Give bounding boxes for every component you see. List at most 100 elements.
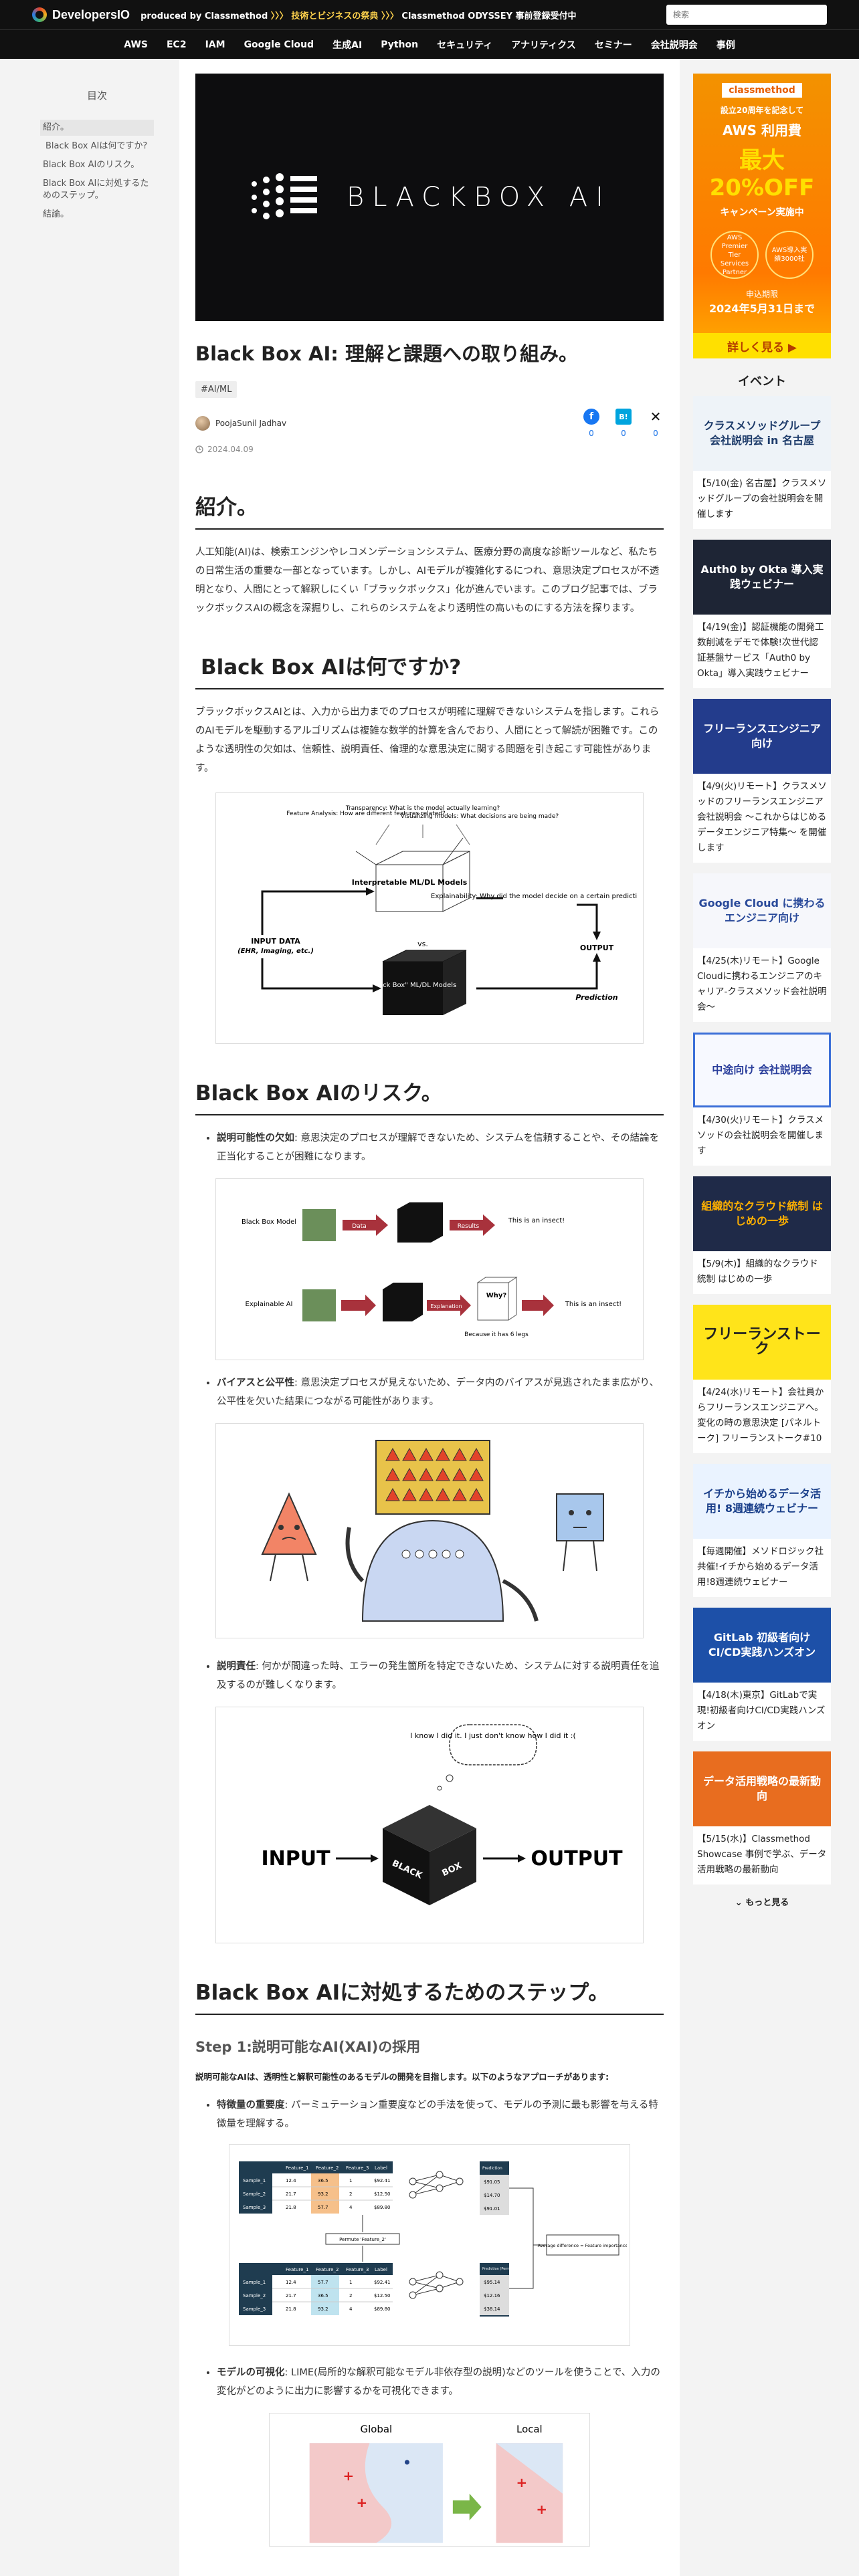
site-logo[interactable]: DevelopersIO [32,7,130,22]
share-facebook[interactable]: f 0 [583,409,599,438]
share-x[interactable]: ✕ 0 [648,409,664,438]
fig6-local: Local [516,2423,543,2435]
tbl1-h2: Feature_2 [316,2165,339,2171]
tbl1-r2c3: 4 [349,2205,353,2210]
black-box-icon [397,1202,443,1243]
nav-ec2[interactable]: EC2 [166,39,187,50]
black-box-icon [383,1283,423,1321]
toc-item-steps[interactable]: Black Box AIに対処するためのステップ。 [43,179,149,201]
event-caption[interactable]: 【4/18(木)東京】GitLabで実現!初級者向けCI/CD実践ハンズオン [697,1690,826,1731]
permute-label-box [325,2233,400,2245]
avg-label-box [546,2234,619,2256]
toc-item-conclusion[interactable]: 結論。 [43,209,70,219]
ad-discount: 最大20%OFF [709,147,815,201]
event-thumb: フリーランスエンジニア向け [693,699,831,774]
fig2-results-label: Results [458,1223,480,1230]
event-caption[interactable]: 【4/9(火)リモート】クラスメソッドのフリーランスエンジニア会社説明会 〜これ… [697,781,827,853]
fig1-output-sub: Prediction [575,993,617,1002]
arrow-icon [427,1295,471,1316]
event-caption[interactable]: 【4/30(火)リモート】クラスメソッドの会社説明会を開催します [697,1115,824,1156]
event-caption[interactable]: 【4/25(木)リモート】Google Cloudに携わるエンジニアのキャリア-… [697,956,827,1012]
nav-python[interactable]: Python [381,39,419,50]
article-title: Black Box AI: 理解と課題への取り組み。 [195,342,578,365]
ad-cta-button[interactable]: 詳しく見る ▶ [693,333,831,358]
tag-ai-ml[interactable]: #AI/ML [195,381,237,398]
event-caption[interactable]: 【5/15(水)】Classmethod Showcase 事例で学ぶ、データ活… [697,1834,827,1875]
event-card[interactable]: Google Cloud に携わるエンジニア向け【4/25(木)リモート】Goo… [693,873,831,1022]
fig1-q3: Visualizing models: What decisions are b… [401,813,559,820]
event-caption[interactable]: 【4/24(水)リモート】会社員からフリーランスエンジニアへ。変化の時の意思決定… [697,1387,824,1444]
nav-seminar[interactable]: セミナー [594,39,632,51]
tbl1-r1c3: 2 [349,2191,352,2197]
ad-badges: AWS Premier Tier Services Partner AWS導入実… [693,231,831,279]
tbl2-r0c0: Sample_1 [243,2280,266,2285]
more-events-link[interactable]: ⌄ もっと見る [735,1898,789,1908]
event-thumb: イチから始めるデータ活用! 8週連続ウェビナー [693,1464,831,1539]
event-card[interactable]: Auth0 by Okta 導入実践ウェビナー【4/19(金)】認証機能の開発工… [693,540,831,688]
arrow-icon [522,1295,554,1316]
tbl2-r0c3: 1 [349,2280,352,2285]
search-input[interactable] [666,5,827,25]
event-card[interactable]: イチから始めるデータ活用! 8週連続ウェビナー【毎週開催】メソドロジック社共催!… [693,1464,831,1597]
tbl2-r2c3: 4 [349,2306,353,2312]
square-character-icon [556,1493,604,1572]
event-thumb: GitLab 初級者向け CI/CD実践ハンズオン [693,1608,831,1683]
event-caption[interactable]: 【5/10(金) 名古屋】クラスメソッドグループの会社説明会を開催します [697,478,827,520]
thought-bubble [449,1724,537,1765]
campaign-banner[interactable]: classmethod 設立20周年を記念して AWS 利用費 最大20%OFF… [693,74,831,358]
figure-bias-robot [215,1423,644,1638]
fig5-out0: $91.05 [484,2179,500,2185]
risk-list-3: 説明責任: 何かが間違った時、エラーの発生箇所を特定できないため、システムに対す… [195,1657,664,1695]
event-card[interactable]: 組織的なクラウド統制 はじめの一歩【5/9(木)】組織的なクラウド統制 はじめの… [693,1176,831,1294]
share-hatena[interactable]: B! 0 [615,409,632,438]
tbl1-h4: Label [375,2165,387,2171]
toc-item-what-is[interactable]: Black Box AIは何ですか? [45,141,148,151]
ad-badge-partner: AWS Premier Tier Services Partner [710,231,759,279]
toc-item-risks[interactable]: Black Box AIのリスク。 [43,160,140,170]
tbl2-r1c1: 21.7 [286,2293,296,2298]
nav-case-studies[interactable]: 事例 [716,39,735,51]
ad-deadline: 2024年5月31日まで [709,302,815,315]
toc-item-intro[interactable]: 紹介。 [40,120,154,136]
author-avatar[interactable] [195,416,210,431]
xai-feature-importance: 特徴量の重要度: パーミュテーション重要度などの手法を使って、モデルの予測に最も… [217,2096,664,2133]
hero-image: BLACKBOX AI [195,74,664,321]
event-card[interactable]: フリーランスエンジニア向け【4/9(火)リモート】クラスメソッドのフリーランスエ… [693,699,831,863]
main-nav: AWS EC2 IAM Google Cloud 生成AI Python セキュ… [0,29,859,59]
fig2-why-label: Why? [486,1292,507,1299]
nav-company-briefing[interactable]: 会社説明会 [650,39,698,51]
tbl1-r2c1: 21.8 [286,2205,296,2210]
tbl2-r0c2: 57.7 [318,2280,328,2285]
nav-security[interactable]: セキュリティ [437,39,493,51]
fig2-data-label: Data [352,1223,367,1230]
event-caption[interactable]: 【4/19(金)】認証機能の開発工数削減をデモで体験!次世代認証基盤サービス「A… [697,622,824,679]
xai-model-visualization: モデルの可視化: LIME(局所的な解釈可能なモデル非依存型の説明)などのツール… [217,2363,664,2401]
ad-deadline-label: 申込期限 [745,290,778,299]
event-card[interactable]: GitLab 初級者向け CI/CD実践ハンズオン【4/18(木)東京】GitL… [693,1608,831,1741]
tbl2-r0c4: $92.41 [374,2280,391,2285]
fig1-vs: vs. [417,940,428,948]
header-tagline[interactable]: produced by Classmethod 〉〉〉 技術とビジネスの祭典 〉… [140,11,577,21]
fig5-avg: Average difference = Feature importance [538,2243,627,2248]
event-caption[interactable]: 【5/9(木)】組織的なクラウド統制 はじめの一歩 [697,1259,818,1285]
fig2-row1-label: Black Box Model [242,1218,296,1226]
fig5-out1: $14.70 [484,2193,500,2198]
nav-analytics[interactable]: アナリティクス [511,39,576,51]
nav-generative-ai[interactable]: 生成AI [332,39,363,51]
tbl1-r0c2: 36.5 [318,2178,328,2183]
event-card[interactable]: クラスメソッドグループ 会社説明会 in 名古屋【5/10(金) 名古屋】クラス… [693,396,831,529]
event-card[interactable]: 中途向け 会社説明会【4/30(火)リモート】クラスメソッドの会社説明会を開催し… [693,1033,831,1166]
event-caption[interactable]: 【毎週開催】メソドロジック社共催!イチから始めるデータ活用!8週連続ウェビナー [697,1546,824,1588]
nav-iam[interactable]: IAM [205,39,225,50]
event-thumb: フリーランストーク [693,1305,831,1380]
author-name[interactable]: PoojaSunil Jadhav [215,419,287,428]
nav-google-cloud[interactable]: Google Cloud [244,39,314,50]
nav-aws[interactable]: AWS [124,39,148,50]
section-risks-heading: Black Box AIのリスク。 [195,1076,664,1115]
event-card[interactable]: フリーランストーク【4/24(水)リモート】会社員からフリーランスエンジニアへ。… [693,1305,831,1453]
event-card[interactable]: データ活用戦略の最新動向【5/15(水)】Classmethod Showcas… [693,1751,831,1885]
fig1-q2: Transparency: What is the model actually… [345,805,500,812]
fig1-box2: "Black Box" ML/DL Models [369,982,456,989]
fig2-insect1-label: This is an insect! [508,1217,565,1224]
tbl1-r0c1: 12.4 [286,2178,296,2183]
